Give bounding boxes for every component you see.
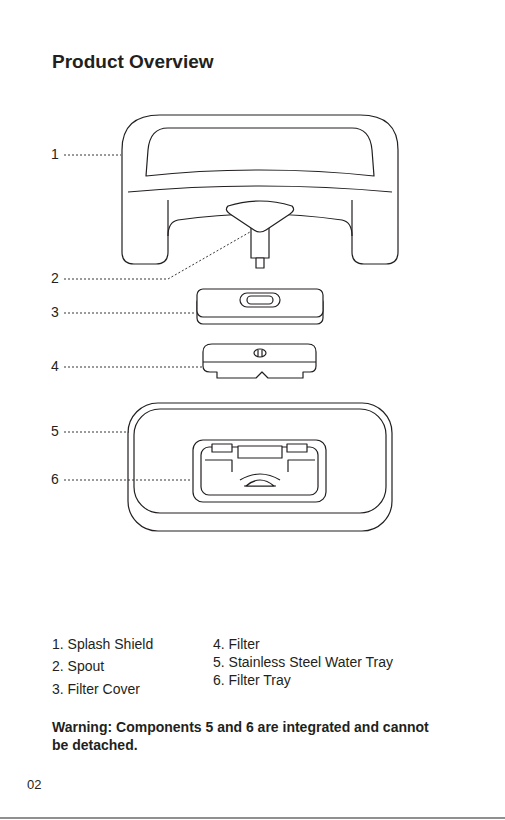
leader-line	[64, 480, 192, 481]
leader-line	[64, 232, 250, 279]
warning-note: Warning: Components 5 and 6 are integrat…	[52, 718, 447, 754]
part-name: 3. Filter Cover	[52, 681, 140, 699]
filter-hole-mark	[258, 350, 262, 356]
water-tray	[128, 403, 392, 531]
splash-shield-opening	[146, 128, 374, 176]
filter-tray-detail	[205, 460, 315, 486]
callout-number: 1	[51, 146, 59, 164]
part-name: 1. Splash Shield	[52, 636, 153, 654]
leader-line	[64, 313, 196, 314]
callout-number: 3	[51, 304, 59, 322]
filter-cover-slot-inner	[247, 296, 273, 304]
leader-line	[64, 155, 121, 156]
leader-line	[64, 367, 202, 368]
spout-head	[226, 201, 293, 232]
filter-tray-notch	[246, 480, 274, 486]
part-name: 2. Spout	[52, 658, 104, 676]
splash-shield	[122, 115, 398, 264]
callout-number: 2	[51, 270, 59, 288]
page-title: Product Overview	[52, 50, 214, 74]
filter-hole	[254, 349, 266, 357]
splash-shield-edge	[128, 186, 392, 192]
filter-edge	[203, 361, 316, 362]
filter-tray	[193, 440, 326, 502]
page-number: 02	[27, 777, 41, 793]
page-bottom-rule	[0, 818, 505, 819]
splash-shield-leg-edge	[168, 200, 352, 236]
filter-cover	[197, 289, 323, 317]
callout-number: 6	[51, 471, 59, 489]
part-name: 6. Filter Tray	[213, 672, 291, 690]
filter	[203, 344, 316, 378]
filter-tray-clips	[212, 444, 307, 458]
callout-number: 4	[51, 358, 59, 376]
water-tray-rim	[134, 409, 386, 513]
filter-cover-slot	[240, 293, 280, 307]
spout-tip	[256, 258, 264, 268]
part-name: 5. Stainless Steel Water Tray	[213, 654, 393, 672]
callout-number: 5	[51, 423, 59, 441]
part-name: 4. Filter	[213, 636, 260, 654]
leader-line	[64, 432, 129, 433]
